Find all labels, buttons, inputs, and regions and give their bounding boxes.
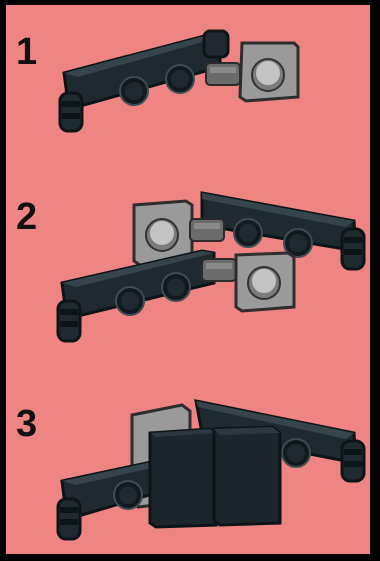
gray-plate bbox=[240, 43, 298, 101]
dark-hinge-plate bbox=[60, 31, 228, 131]
step-1: 1 bbox=[6, 5, 370, 155]
dark-tile-right bbox=[214, 427, 280, 525]
step-2: 2 bbox=[6, 165, 370, 355]
lower-dark-hinge-plate bbox=[58, 461, 156, 539]
step-1-assembly-illustration bbox=[6, 5, 370, 155]
front-gray-plate bbox=[236, 253, 294, 311]
hinge-pin bbox=[206, 63, 240, 85]
upper-hinge-pin bbox=[190, 219, 224, 241]
step-3-assembly-illustration bbox=[6, 375, 370, 554]
step-3: 3 bbox=[6, 375, 370, 554]
step-2-assembly-illustration bbox=[6, 165, 370, 355]
lower-dark-hinge-plate bbox=[58, 251, 214, 341]
dark-tile-left bbox=[150, 429, 216, 527]
instruction-panel: 1 bbox=[6, 5, 370, 554]
lower-hinge-pin bbox=[202, 259, 236, 281]
